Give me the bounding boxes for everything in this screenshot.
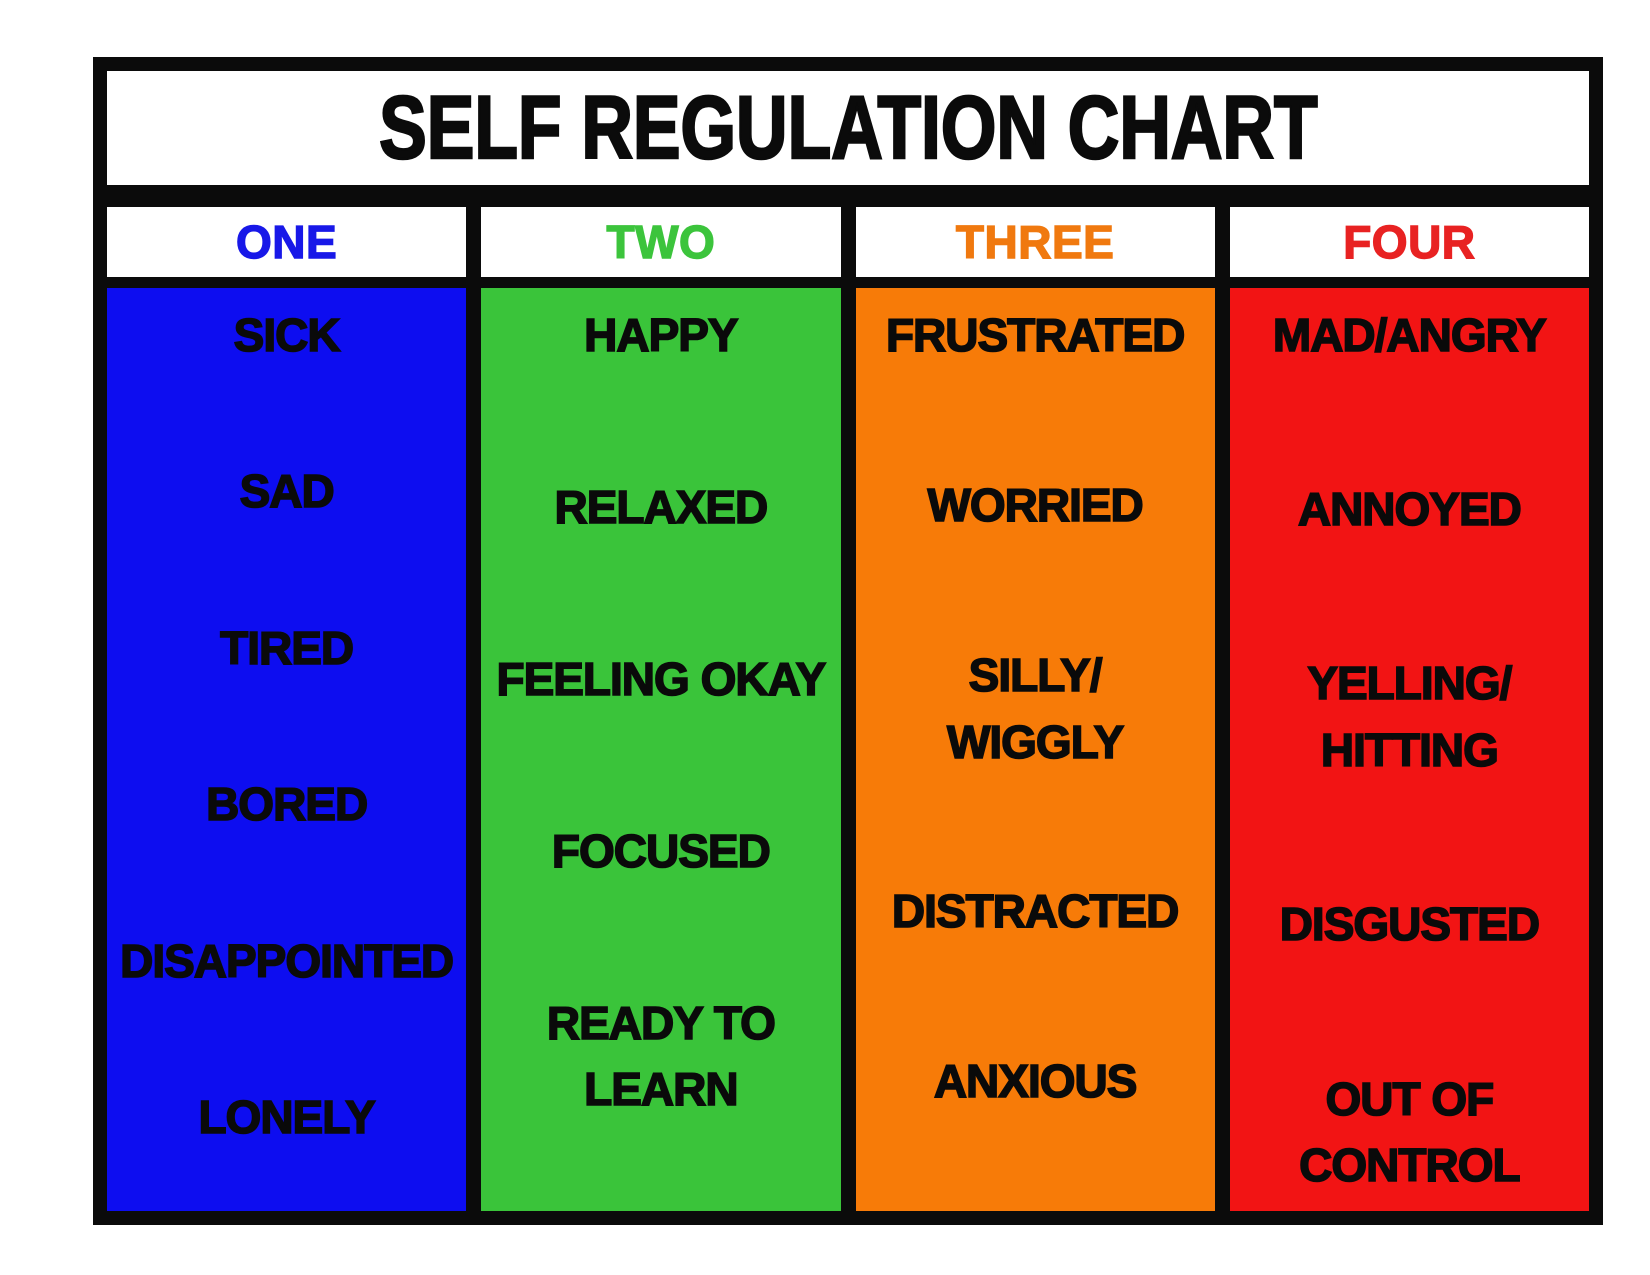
emotion-label: MAD/ANGRY (1272, 308, 1548, 362)
emotion-label: OUT OF CONTROL (1298, 1072, 1521, 1192)
header-cell-two: TWO (481, 207, 841, 277)
emotion-label: ANNOYED (1297, 482, 1523, 536)
emotion-label: BORED (205, 778, 369, 832)
emotion-label: LONELY (198, 1090, 377, 1144)
emotion-label: ANXIOUS (933, 1055, 1138, 1109)
emotion-label: RELAXED (554, 480, 769, 534)
emotion-label: DISAPPOINTED (119, 934, 455, 988)
emotion-label: DISGUSTED (1279, 898, 1541, 952)
column-two-cell: HAPPY RELAXED FEELING OKAY FOCUSED READY… (481, 288, 841, 1211)
header-separator (107, 277, 1589, 288)
emotion-label: DISTRACTED (891, 885, 1180, 939)
emotion-label: FRUSTRATED (885, 308, 1186, 362)
emotion-label: YELLING/ HITTING (1307, 657, 1514, 777)
emotion-label: FEELING OKAY (496, 652, 827, 706)
emotion-label: SILLY/ WIGGLY (946, 648, 1125, 768)
header-cell-one: ONE (107, 207, 467, 277)
column-one-cell: SICK SAD TIRED BORED DISAPPOINTED LONELY (107, 288, 467, 1211)
emotion-label: READY TO LEARN (546, 996, 777, 1116)
header-cell-four: FOUR (1229, 207, 1589, 277)
column-three-cell: FRUSTRATED WORRIED SILLY/ WIGGLY DISTRAC… (855, 288, 1215, 1211)
emotion-label: TIRED (219, 621, 355, 675)
emotion-label: FOCUSED (551, 824, 772, 878)
header-cell-three: THREE (855, 207, 1215, 277)
chart-title: SELF REGULATION CHART (378, 76, 1319, 178)
emotion-label: WORRIED (927, 478, 1145, 532)
self-regulation-chart: SELF REGULATION CHART ONE TWO THREE FOUR… (93, 57, 1603, 1225)
chart-title-cell: SELF REGULATION CHART (107, 71, 1589, 185)
column-three-label: THREE (955, 215, 1115, 268)
column-two-label: TWO (606, 215, 716, 268)
column-four-cell: MAD/ANGRY ANNOYED YELLING/ HITTING DISGU… (1229, 288, 1589, 1211)
emotion-label: SAD (239, 465, 336, 519)
title-separator (107, 185, 1589, 207)
emotion-label: SICK (233, 308, 342, 362)
emotion-label: HAPPY (583, 308, 739, 362)
column-one-label: ONE (235, 215, 338, 268)
column-four-label: FOUR (1343, 215, 1476, 268)
